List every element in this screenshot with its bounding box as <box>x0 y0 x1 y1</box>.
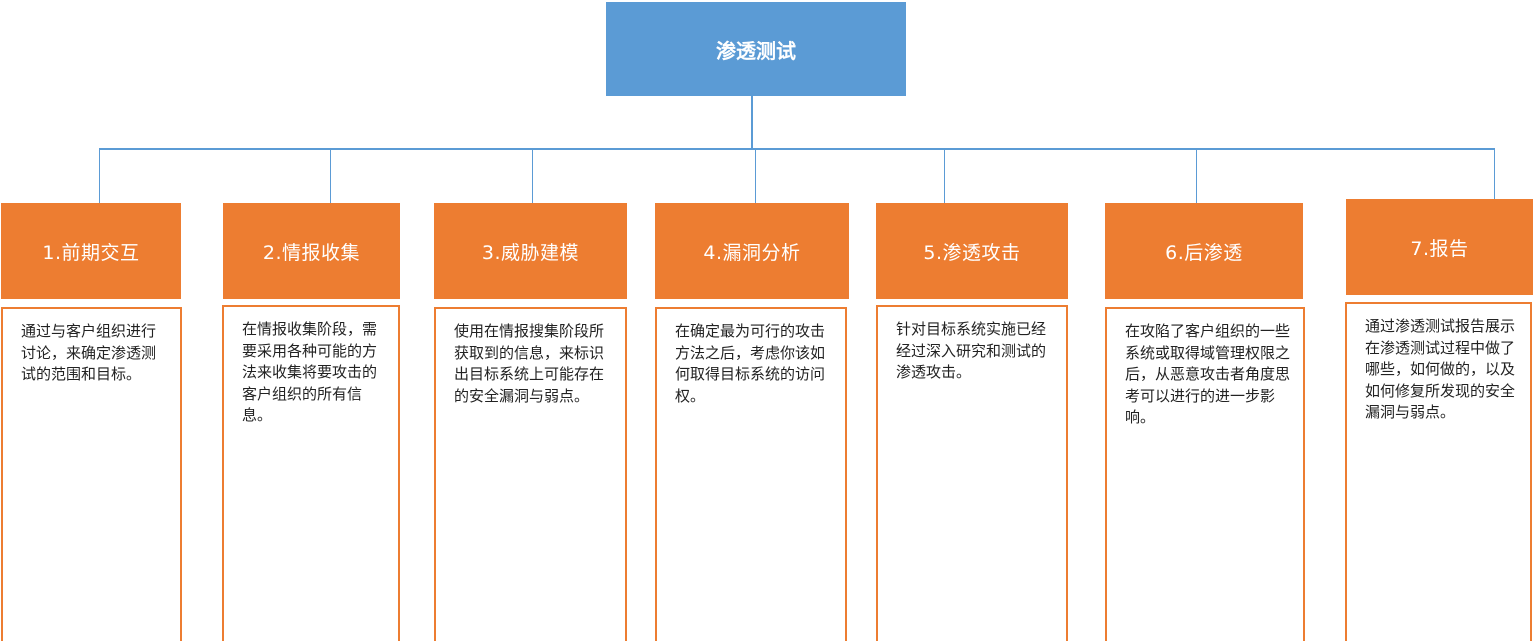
phase-2-description: 在情报收集阶段，需要采用各种可能的方法来收集将要攻击的客户组织的所有信息。 <box>222 305 400 641</box>
root-connector <box>751 96 753 149</box>
phase-1-description: 通过与客户组织进行讨论，来确定渗透测试的范围和目标。 <box>1 307 182 641</box>
branch-connector-7 <box>1494 148 1495 200</box>
phase-4-header: 4.漏洞分析 <box>655 203 849 299</box>
branch-connector-6 <box>1196 148 1197 203</box>
phase-5-description: 针对目标系统实施已经经过深入研究和测试的渗透攻击。 <box>876 305 1068 641</box>
branch-connector-5 <box>944 148 945 203</box>
branch-connector-1 <box>99 148 100 203</box>
phase-1-header: 1.前期交互 <box>1 203 181 299</box>
branch-connector-4 <box>755 148 756 203</box>
phase-7-description: 通过渗透测试报告展示在渗透测试过程中做了哪些，如何做的，以及如何修复所发现的安全… <box>1345 302 1532 641</box>
root-node: 渗透测试 <box>606 2 906 96</box>
phase-2-header: 2.情报收集 <box>223 203 400 299</box>
phase-3-header: 3.威胁建模 <box>434 203 627 299</box>
phase-6-header: 6.后渗透 <box>1105 203 1303 299</box>
phase-3-description: 使用在情报搜集阶段所获取到的信息，来标识出目标系统上可能存在的安全漏洞与弱点。 <box>434 307 627 641</box>
phase-4-description: 在确定最为可行的攻击方法之后，考虑你该如何取得目标系统的访问权。 <box>655 307 847 641</box>
horizontal-connector <box>99 148 1495 150</box>
branch-connector-2 <box>330 148 331 203</box>
branch-connector-3 <box>532 148 533 203</box>
phase-7-header: 7.报告 <box>1346 199 1533 295</box>
phase-6-description: 在攻陷了客户组织的一些系统或取得域管理权限之后，从恶意攻击者角度思考可以进行的进… <box>1105 307 1305 641</box>
phase-5-header: 5.渗透攻击 <box>876 203 1068 299</box>
